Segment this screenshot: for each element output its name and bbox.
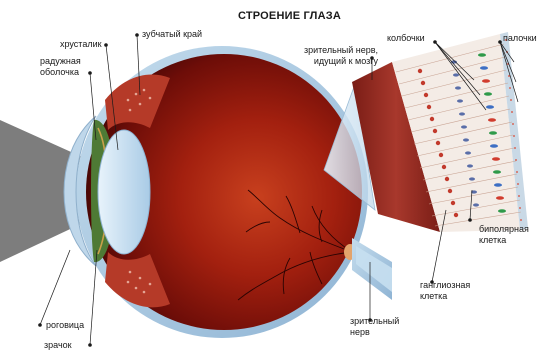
retina-magnified-panel: [352, 32, 528, 232]
label-ganglion-cell: ганглиозная клетка: [420, 280, 470, 302]
label-iris-line1: радужная: [40, 56, 81, 67]
label-iris: радужная оболочка: [40, 56, 81, 78]
label-bipolar-cell-line2: клетка: [479, 235, 529, 246]
label-optic-nerve: зрительный нерв: [350, 316, 399, 338]
label-bipolar-cell-line1: биполярная: [479, 224, 529, 235]
label-pupil: зрачок: [44, 340, 72, 351]
label-optic-nerve-to-brain-line2: идущий к мозгу: [304, 56, 378, 67]
label-optic-nerve-line1: зрительный: [350, 316, 399, 327]
label-cornea: роговица: [46, 320, 84, 331]
label-ora-serrata: зубчатый край: [142, 29, 202, 40]
label-cones: колбочки: [387, 33, 425, 44]
diagram-title: СТРОЕНИЕ ГЛАЗА: [238, 10, 341, 22]
lens: [98, 130, 150, 254]
label-ganglion-cell-line2: клетка: [420, 291, 470, 302]
label-optic-nerve-to-brain-line1: зрительный нерв,: [304, 45, 378, 56]
label-iris-line2: оболочка: [40, 67, 81, 78]
label-optic-nerve-to-brain: зрительный нерв, идущий к мозгу: [304, 45, 378, 67]
label-bipolar-cell: биполярная клетка: [479, 224, 529, 246]
label-rods: палочки: [503, 33, 537, 44]
label-ganglion-cell-line1: ганглиозная: [420, 280, 470, 291]
label-lens: хрусталик: [60, 39, 102, 50]
label-optic-nerve-line2: нерв: [350, 327, 399, 338]
